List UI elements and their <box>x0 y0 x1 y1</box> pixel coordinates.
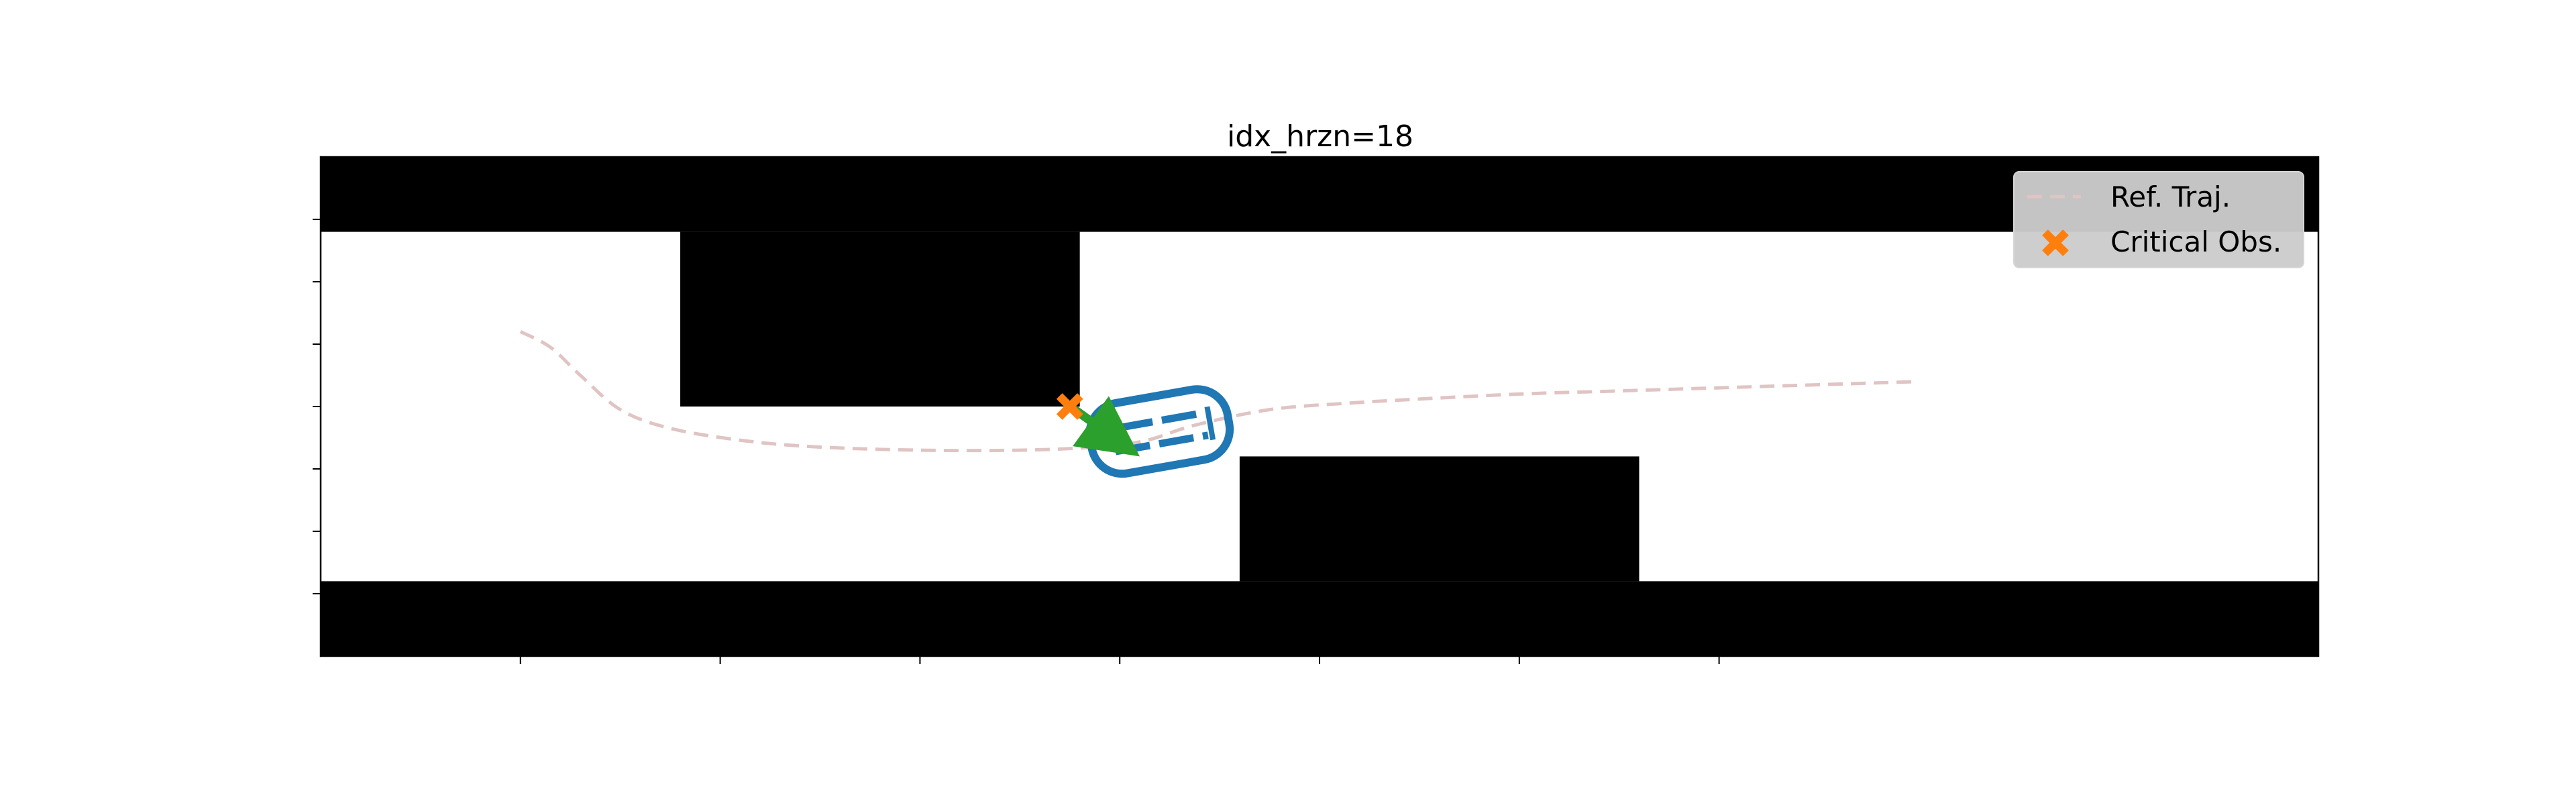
vehicle-line-upper <box>1117 409 1205 432</box>
legend-critical-obs-swatch <box>2042 229 2069 256</box>
vehicle-front-bar <box>1204 406 1216 441</box>
legend: Ref. Traj. Critical Obs. <box>2013 171 2304 268</box>
critical-obs-point <box>1056 393 1083 420</box>
axes-frame <box>319 156 2320 657</box>
legend-critical-obs-x <box>2042 229 2069 256</box>
legend-critical-obs-label: Critical Obs. <box>2110 225 2282 258</box>
obstacle-layer <box>321 157 2318 656</box>
critical-obs-marker <box>1056 393 1083 420</box>
obstacle-3 <box>1239 456 1640 582</box>
obstacle-1 <box>321 581 2318 656</box>
chart-title: idx_hrzn=18 <box>1227 119 1413 154</box>
plot-area <box>313 156 2320 664</box>
legend-ref-traj-label: Ref. Traj. <box>2110 180 2231 213</box>
heading-arrow <box>1072 396 1140 457</box>
legend-box <box>2013 171 2304 268</box>
legend-critical-obs-x-bar-b <box>2042 229 2069 256</box>
axis-ticks <box>313 219 1720 664</box>
critical-obs-point-bar-b <box>1056 393 1083 420</box>
obstacle-0 <box>321 157 2318 232</box>
obstacle-2 <box>680 231 1080 407</box>
arrow-shape <box>1072 396 1140 457</box>
